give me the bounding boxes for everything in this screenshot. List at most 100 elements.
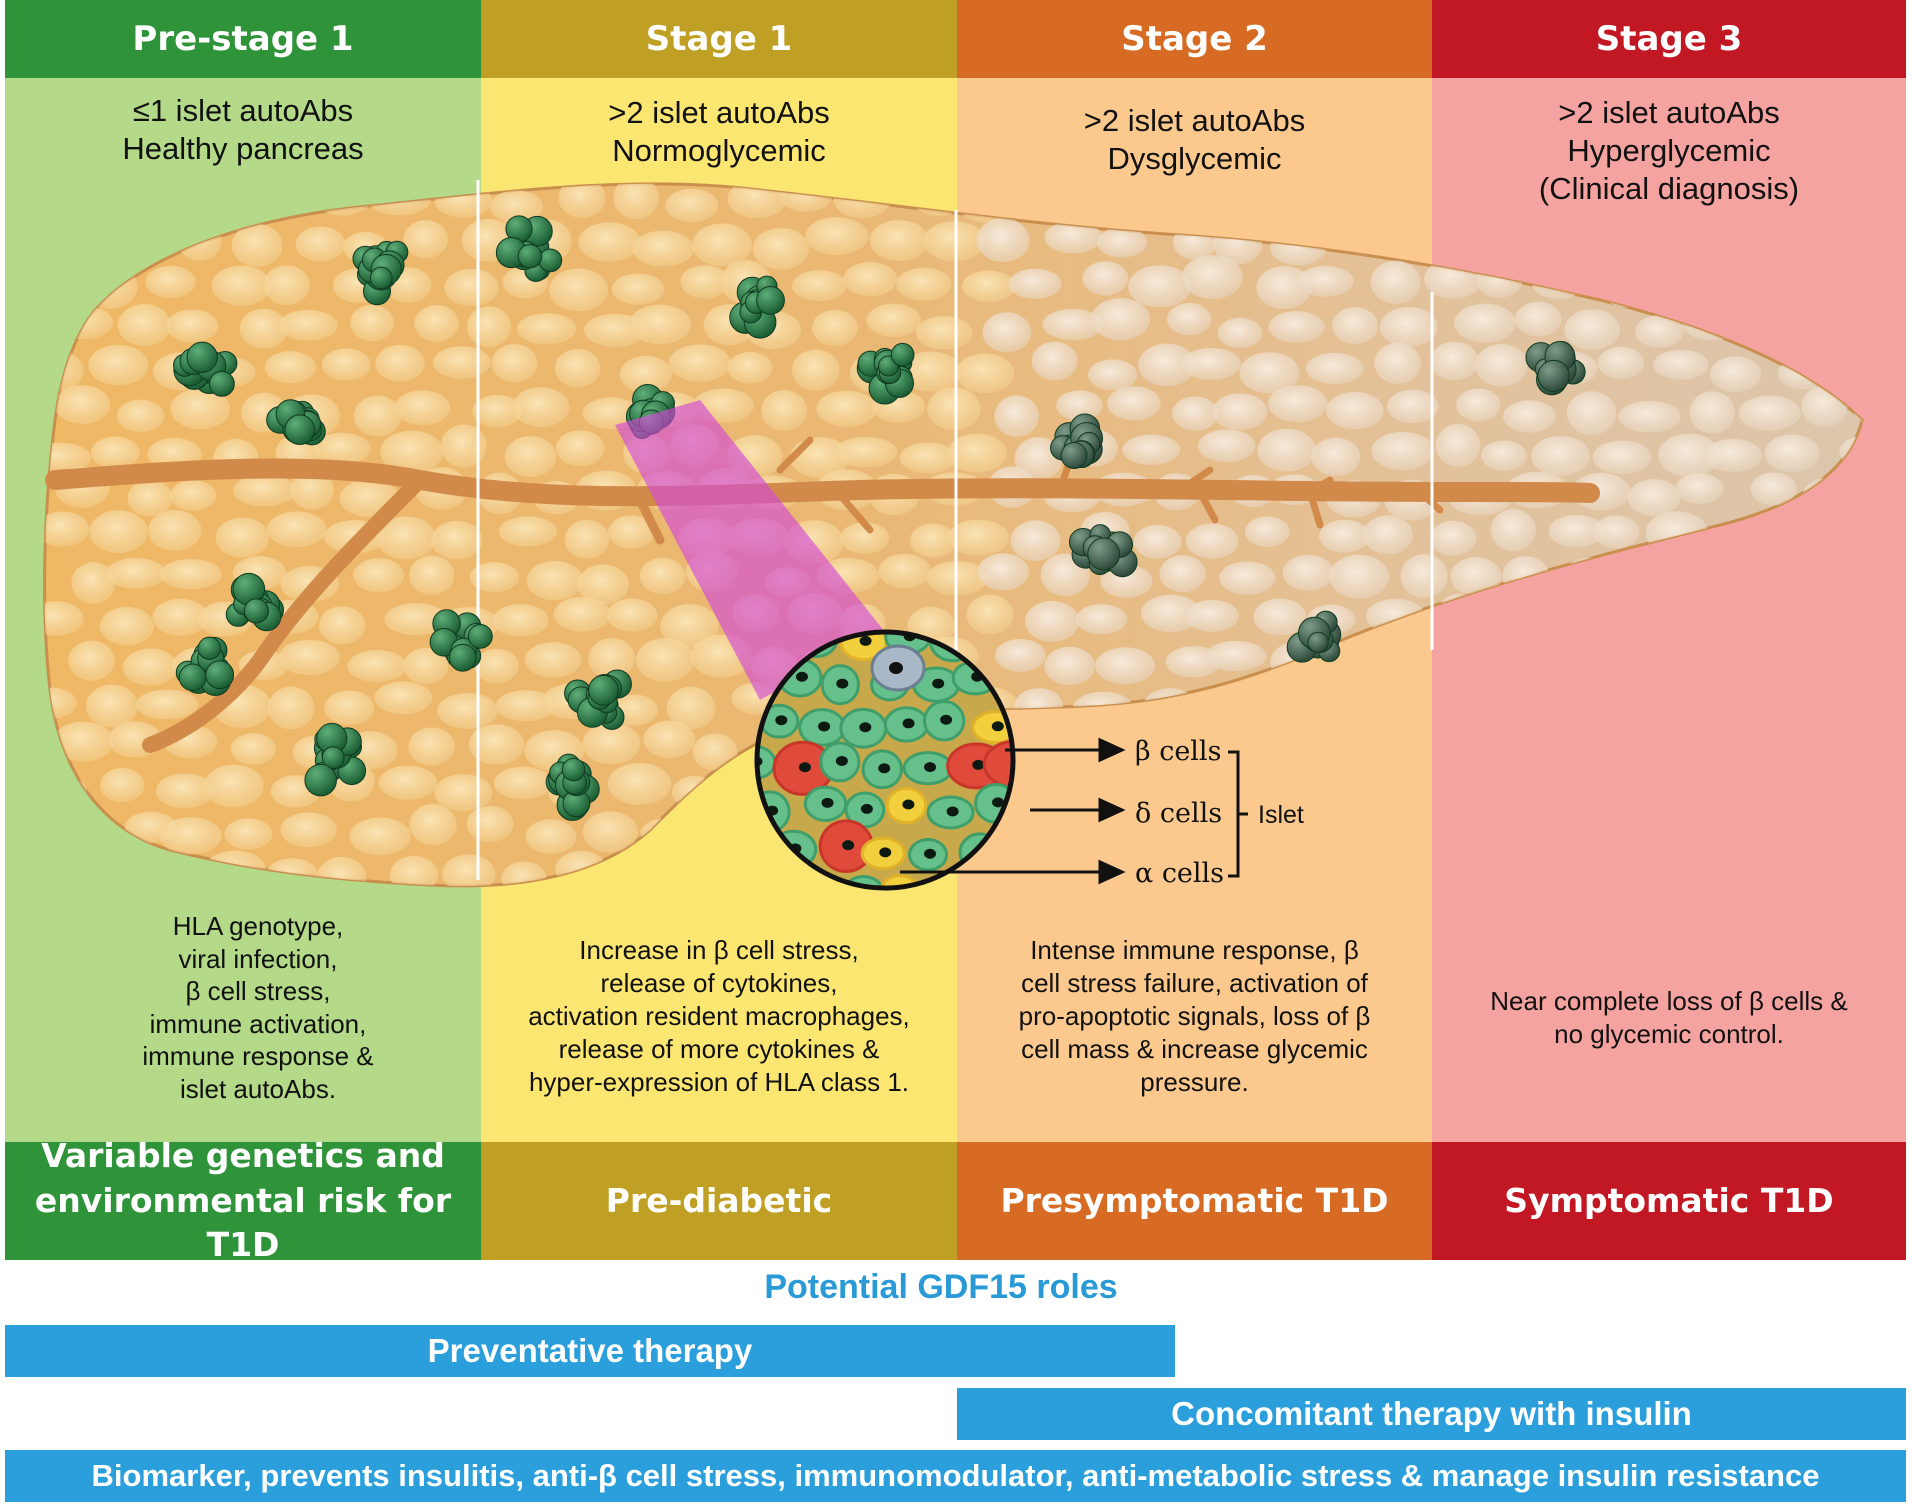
lobule — [44, 350, 84, 392]
islet-inset-cell — [976, 872, 1013, 888]
lobule — [1568, 809, 1621, 853]
lobule — [1819, 524, 1862, 556]
lobule — [1806, 734, 1857, 767]
islet-cell — [756, 285, 785, 315]
islet-cell — [369, 266, 393, 290]
lobule — [1326, 391, 1384, 430]
lobule — [403, 647, 449, 685]
lobule — [378, 765, 438, 800]
description-line: pro-apoptotic signals, loss of β — [1018, 1001, 1371, 1032]
lobule — [1332, 307, 1379, 345]
lobule — [1618, 400, 1681, 433]
lobule — [1256, 266, 1312, 309]
lobule — [170, 479, 217, 511]
lobule — [1839, 435, 1862, 468]
stage-header: Stage 3 — [1432, 0, 1906, 78]
magnification-cone — [615, 400, 885, 700]
islet-cell — [1060, 442, 1088, 469]
lobule — [1341, 219, 1393, 256]
lobule — [66, 221, 114, 252]
islet-cell — [1537, 359, 1570, 393]
cell-nucleus — [767, 888, 779, 898]
lobule — [493, 766, 553, 800]
lobule — [86, 684, 138, 728]
lobule — [1166, 302, 1212, 336]
lobule — [280, 812, 337, 848]
lobule — [1217, 317, 1263, 349]
lobule — [1268, 311, 1325, 343]
stage-description: Near complete loss of β cells & no glyce… — [1432, 985, 1906, 1051]
lobule — [632, 230, 695, 267]
lobule — [947, 519, 1010, 556]
lobule — [1561, 557, 1617, 599]
lobule — [127, 479, 173, 517]
cell-nucleus — [896, 889, 908, 899]
stage-status: >2 islet autoAbs Dysglycemic — [957, 102, 1432, 178]
lobule — [1239, 352, 1300, 394]
islet-cell — [1307, 631, 1329, 653]
lobule — [1257, 428, 1316, 472]
lobule — [554, 348, 601, 388]
lobule — [1185, 523, 1239, 559]
lobule — [1459, 637, 1509, 674]
islet-cluster — [175, 636, 235, 696]
cell-nucleus — [878, 763, 891, 774]
lobule — [1075, 604, 1128, 635]
islet-cluster — [304, 722, 367, 797]
lobule — [1616, 819, 1675, 854]
lobule — [1475, 344, 1528, 387]
lobule — [349, 304, 394, 342]
islet-cluster — [495, 215, 563, 282]
cell-nucleus — [889, 662, 903, 674]
lobule — [966, 594, 1014, 635]
lobule — [53, 305, 114, 340]
islet-cell — [304, 763, 337, 797]
lobule — [666, 686, 716, 730]
lobule — [1564, 309, 1620, 351]
islet-bracket — [1228, 750, 1248, 878]
lobule — [643, 720, 696, 759]
lobule — [88, 344, 149, 386]
islet-cluster — [564, 669, 632, 730]
lobule — [526, 560, 584, 601]
lobule — [347, 650, 408, 683]
lobule — [90, 436, 140, 469]
lobule — [611, 273, 665, 305]
lobule — [1042, 308, 1104, 341]
lobule — [727, 351, 773, 384]
lobule — [1554, 602, 1599, 634]
lobule — [1044, 220, 1102, 254]
lobule — [1140, 594, 1202, 633]
lobule — [1681, 305, 1742, 341]
lobule — [1476, 844, 1523, 886]
lobule — [52, 721, 114, 762]
lobule — [577, 564, 629, 605]
islet-cell — [243, 598, 269, 624]
lobule — [501, 861, 547, 886]
lobule — [1748, 562, 1803, 598]
lobule — [1212, 393, 1268, 431]
lobule — [1075, 766, 1128, 802]
cell-nucleus — [924, 762, 937, 773]
stage-description: HLA genotype, viral infection, β cell st… — [20, 910, 496, 1105]
cell-nucleus — [946, 806, 959, 817]
lobule — [151, 183, 202, 220]
lobule — [1308, 188, 1353, 224]
lobule — [994, 638, 1046, 672]
lobule — [440, 424, 487, 468]
lobule — [408, 727, 455, 766]
lobule — [1764, 778, 1825, 809]
lobule — [1703, 438, 1763, 472]
islet-inset-cell — [799, 876, 847, 888]
lobule — [629, 304, 692, 345]
lobule — [1141, 688, 1199, 731]
lobule — [1692, 637, 1739, 681]
islet-cluster — [729, 275, 785, 339]
lobule — [444, 268, 499, 307]
lobule — [1371, 431, 1435, 471]
islet-cluster — [856, 342, 915, 405]
lobule — [376, 516, 436, 560]
lobule — [1512, 647, 1563, 689]
lobule — [1044, 646, 1096, 686]
lobule — [619, 355, 672, 393]
